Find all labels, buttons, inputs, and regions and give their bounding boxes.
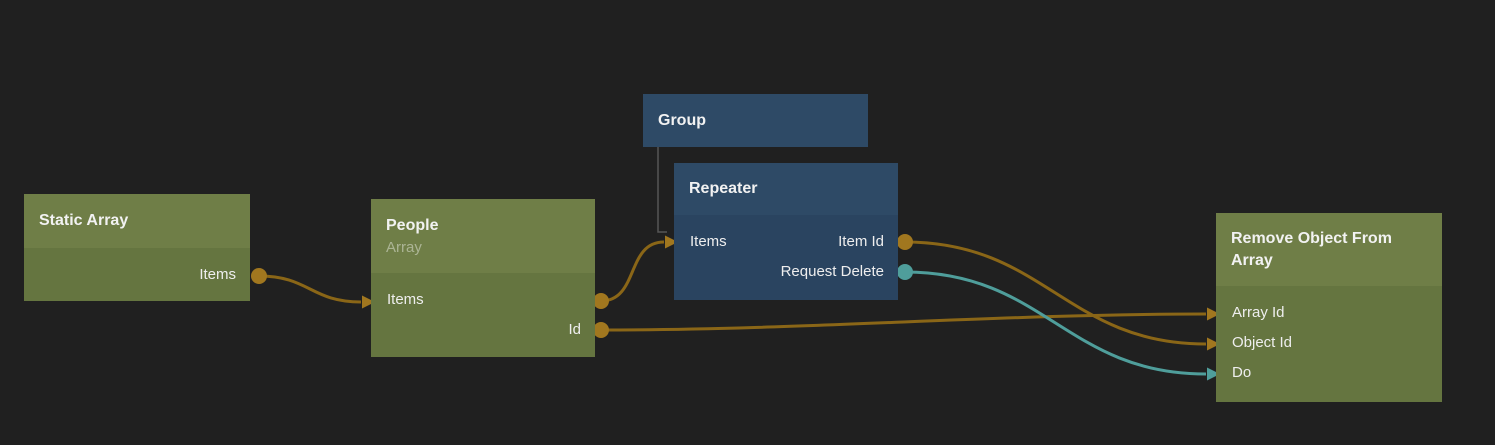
node-static-array-body: Items — [24, 248, 250, 301]
node-remove-object-from-array-body: Array Id Object Id Do — [1216, 286, 1442, 402]
port-remove-object-id-input[interactable]: Object Id — [1232, 334, 1293, 351]
port-people-id-output[interactable]: Id — [568, 321, 581, 338]
node-group[interactable]: Group — [643, 94, 868, 147]
hierarchy-line — [657, 147, 667, 233]
port-remove-array-id-input[interactable]: Array Id — [1232, 304, 1285, 321]
node-group-header[interactable]: Group — [643, 94, 868, 147]
node-people-body: Items Id — [371, 273, 595, 357]
node-title: Group — [658, 111, 706, 129]
port-remove-do-input[interactable]: Do — [1232, 364, 1252, 381]
node-title: People — [386, 216, 439, 234]
node-title: Remove Object From Array — [1231, 229, 1392, 269]
output-port-dot[interactable] — [897, 234, 913, 250]
port-repeater-request-delete-output[interactable]: Request Delete — [780, 263, 884, 280]
connection-wire[interactable] — [600, 240, 665, 303]
node-remove-object-from-array[interactable]: Remove Object From Array Array Id Object… — [1216, 213, 1442, 402]
node-static-array-header[interactable]: Static Array — [24, 194, 250, 248]
connection-wire[interactable] — [904, 240, 1207, 346]
output-port-dot[interactable] — [593, 322, 609, 338]
node-static-array[interactable]: Static Array Items — [24, 194, 250, 301]
node-repeater[interactable]: Repeater Items Item Id Request Delete — [674, 163, 898, 300]
node-subtitle: Array — [386, 238, 422, 256]
node-people[interactable]: People Array Items Id — [371, 199, 595, 357]
output-port-dot[interactable] — [593, 293, 609, 309]
node-repeater-header[interactable]: Repeater — [674, 163, 898, 215]
connection-wire[interactable] — [904, 270, 1207, 376]
node-title: Repeater — [689, 180, 758, 197]
node-repeater-body: Items Item Id Request Delete — [674, 215, 898, 300]
output-port-dot[interactable] — [251, 268, 267, 284]
port-repeater-items-input[interactable]: Items — [690, 233, 727, 250]
port-static-array-items-output[interactable]: Items — [199, 266, 236, 283]
node-people-header[interactable]: People Array — [371, 199, 595, 273]
port-people-items-input[interactable]: Items — [387, 291, 424, 308]
output-port-dot[interactable] — [897, 264, 913, 280]
node-title: Static Array — [39, 212, 129, 229]
port-repeater-item-id-output[interactable]: Item Id — [838, 233, 884, 250]
connection-wire[interactable] — [600, 312, 1207, 332]
node-remove-object-from-array-header[interactable]: Remove Object From Array — [1216, 213, 1442, 286]
connection-wire[interactable] — [258, 274, 362, 304]
